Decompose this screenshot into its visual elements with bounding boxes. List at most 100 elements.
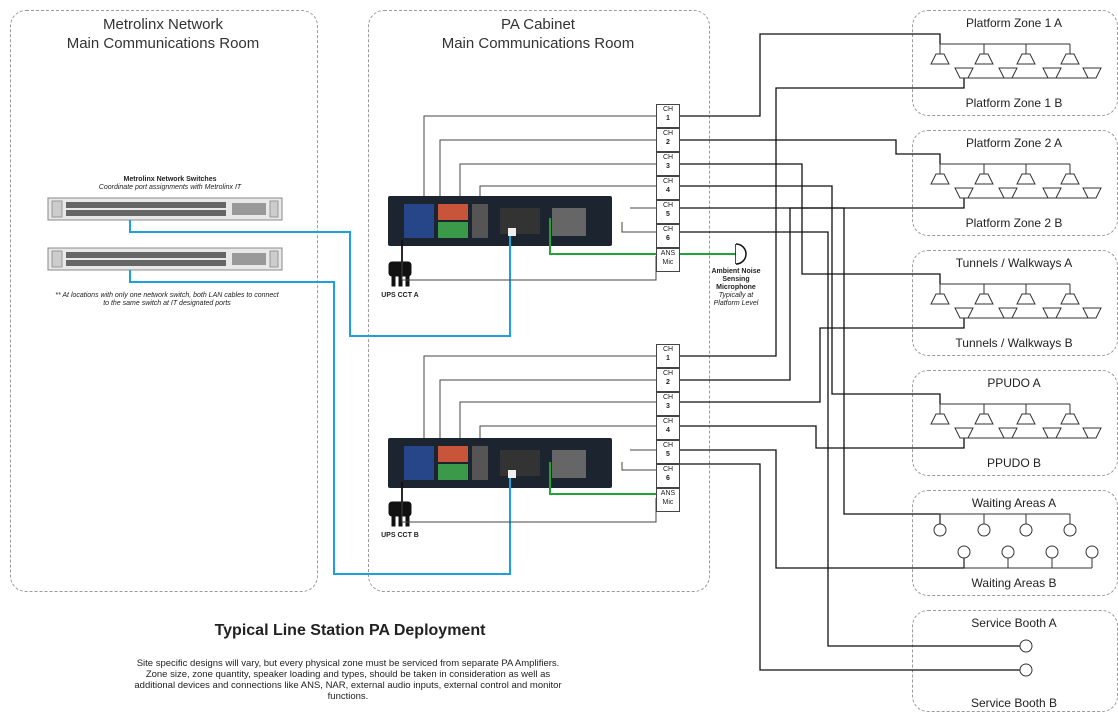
channel-box-b3: CH 3 [656,392,680,416]
amplifier-2 [388,438,612,488]
mic-text-1: Ambient Noise [711,268,761,275]
amplifier-1 [388,196,612,246]
channel-number: 6 [666,235,670,242]
speaker-horn-icon [1042,67,1062,79]
speaker-horn-icon [1042,187,1062,199]
pa-cabinet-title-line1: PA Cabinet [501,16,575,33]
speaker-horn-icon [998,187,1018,199]
network-room-title: Metrolinx Network Main Communications Ro… [10,15,316,53]
amp1-channel-wires [401,115,657,281]
ceiling-speaker-icon [933,523,947,537]
channel-label: CH [662,394,674,401]
ceiling-speaker-icon [1019,523,1033,537]
zone-label-platform-2-a: Platform Zone 2 A [965,136,1063,150]
mic-label: Mic [662,499,674,506]
speaker-horn-icon [1016,413,1036,425]
zone-label-tunnels-b: Tunnels / Walkways B [955,336,1073,350]
ceiling-speaker-icon [1085,545,1099,559]
diagram-description: Site specific designs will vary, but eve… [134,658,562,702]
channel-label: CH [662,202,674,209]
speaker-horn-icon [930,413,950,425]
speaker-horn-icon [954,67,974,79]
pa-cabinet-title: PA Cabinet Main Communications Room [368,15,708,53]
zone-label-waiting-a: Waiting Areas A [971,496,1057,510]
channel-number: 2 [666,379,670,386]
speaker-horn-icon [1042,307,1062,319]
speaker-horns [930,53,1102,677]
network-room-region [10,10,318,592]
channel-number: 3 [666,403,670,410]
channel-label: CH [662,466,674,473]
ups-label-b: UPS CCT B [381,532,419,539]
speaker-horn-icon [974,293,994,305]
power-plug-1 [388,240,412,287]
channel-box-b6: CH 6 [656,464,680,488]
channel-label: CH [662,154,674,161]
speaker-horn-icon [974,173,994,185]
power-plug-2 [388,482,412,527]
mic-text-4: Typically at [718,292,754,299]
speaker-horn-icon [930,173,950,185]
zone-label-platform-1-a: Platform Zone 1 A [965,16,1063,30]
speaker-horn-icon [1060,53,1080,65]
mic-text-2: Sensing [722,276,750,283]
speaker-horn-icon [1082,307,1102,319]
channel-label: CH [662,370,674,377]
mic-text-5: Platform Level [713,300,759,307]
speaker-horn-icon [930,53,950,65]
ans-label: ANS [660,250,676,257]
network-switch-1 [47,197,283,221]
speaker-horn-icon [974,53,994,65]
channel-label: CH [662,130,674,137]
speaker-horn-icon [1060,413,1080,425]
speaker-horn-icon [1016,293,1036,305]
zone-label-platform-1-b: Platform Zone 1 B [965,96,1063,110]
speaker-horn-icon [974,413,994,425]
zone-feed-wires [680,33,1020,671]
speaker-horn-icon [998,67,1018,79]
channel-number: 4 [666,187,670,194]
channel-number: 6 [666,475,670,482]
speaker-horn-icon [998,427,1018,439]
channel-label: CH [662,106,674,113]
network-switch-2 [47,247,283,271]
speaker-horn-icon [1060,293,1080,305]
channel-number: 1 [666,355,670,362]
ceiling-speaker-icon [957,545,971,559]
channel-label: CH [662,442,674,449]
zone-label-service-a: Service Booth A [971,616,1057,630]
speaker-horn-icon [954,427,974,439]
zone-label-ppudo-a: PPUDO A [987,376,1041,390]
zone-label-waiting-b: Waiting Areas B [971,576,1057,590]
switches-note: ** At locations with only one network sw… [55,292,279,307]
speaker-horn-icon [954,187,974,199]
network-room-title-line1: Metrolinx Network [102,16,224,33]
ans-mic-box-b: ANS Mic [656,488,680,512]
ans-label: ANS [660,490,676,497]
ups-label-a: UPS CCT A [381,292,419,299]
speaker-horn-icon [1042,427,1062,439]
channel-box-b2: CH 2 [656,368,680,392]
switches-subtitle: Coordinate port assignments with Metroli… [98,184,242,191]
ceiling-speaker-icon [977,523,991,537]
ceiling-speaker-icon [1063,523,1077,537]
switches-title: Metrolinx Network Switches [123,176,217,183]
channel-label: CH [662,346,674,353]
speaker-horn-icon [1016,53,1036,65]
lan-cables [129,220,511,575]
speaker-horn-icon [1082,187,1102,199]
mic-text-3: Microphone [716,284,756,291]
mic-label: Mic [662,259,674,266]
zone-label-service-b: Service Booth B [970,696,1058,710]
pa-cabinet-title-line2: Main Communications Room [441,35,635,52]
network-room-title-line2: Main Communications Room [66,35,260,52]
diagram-title: Typical Line Station PA Deployment [214,622,486,639]
